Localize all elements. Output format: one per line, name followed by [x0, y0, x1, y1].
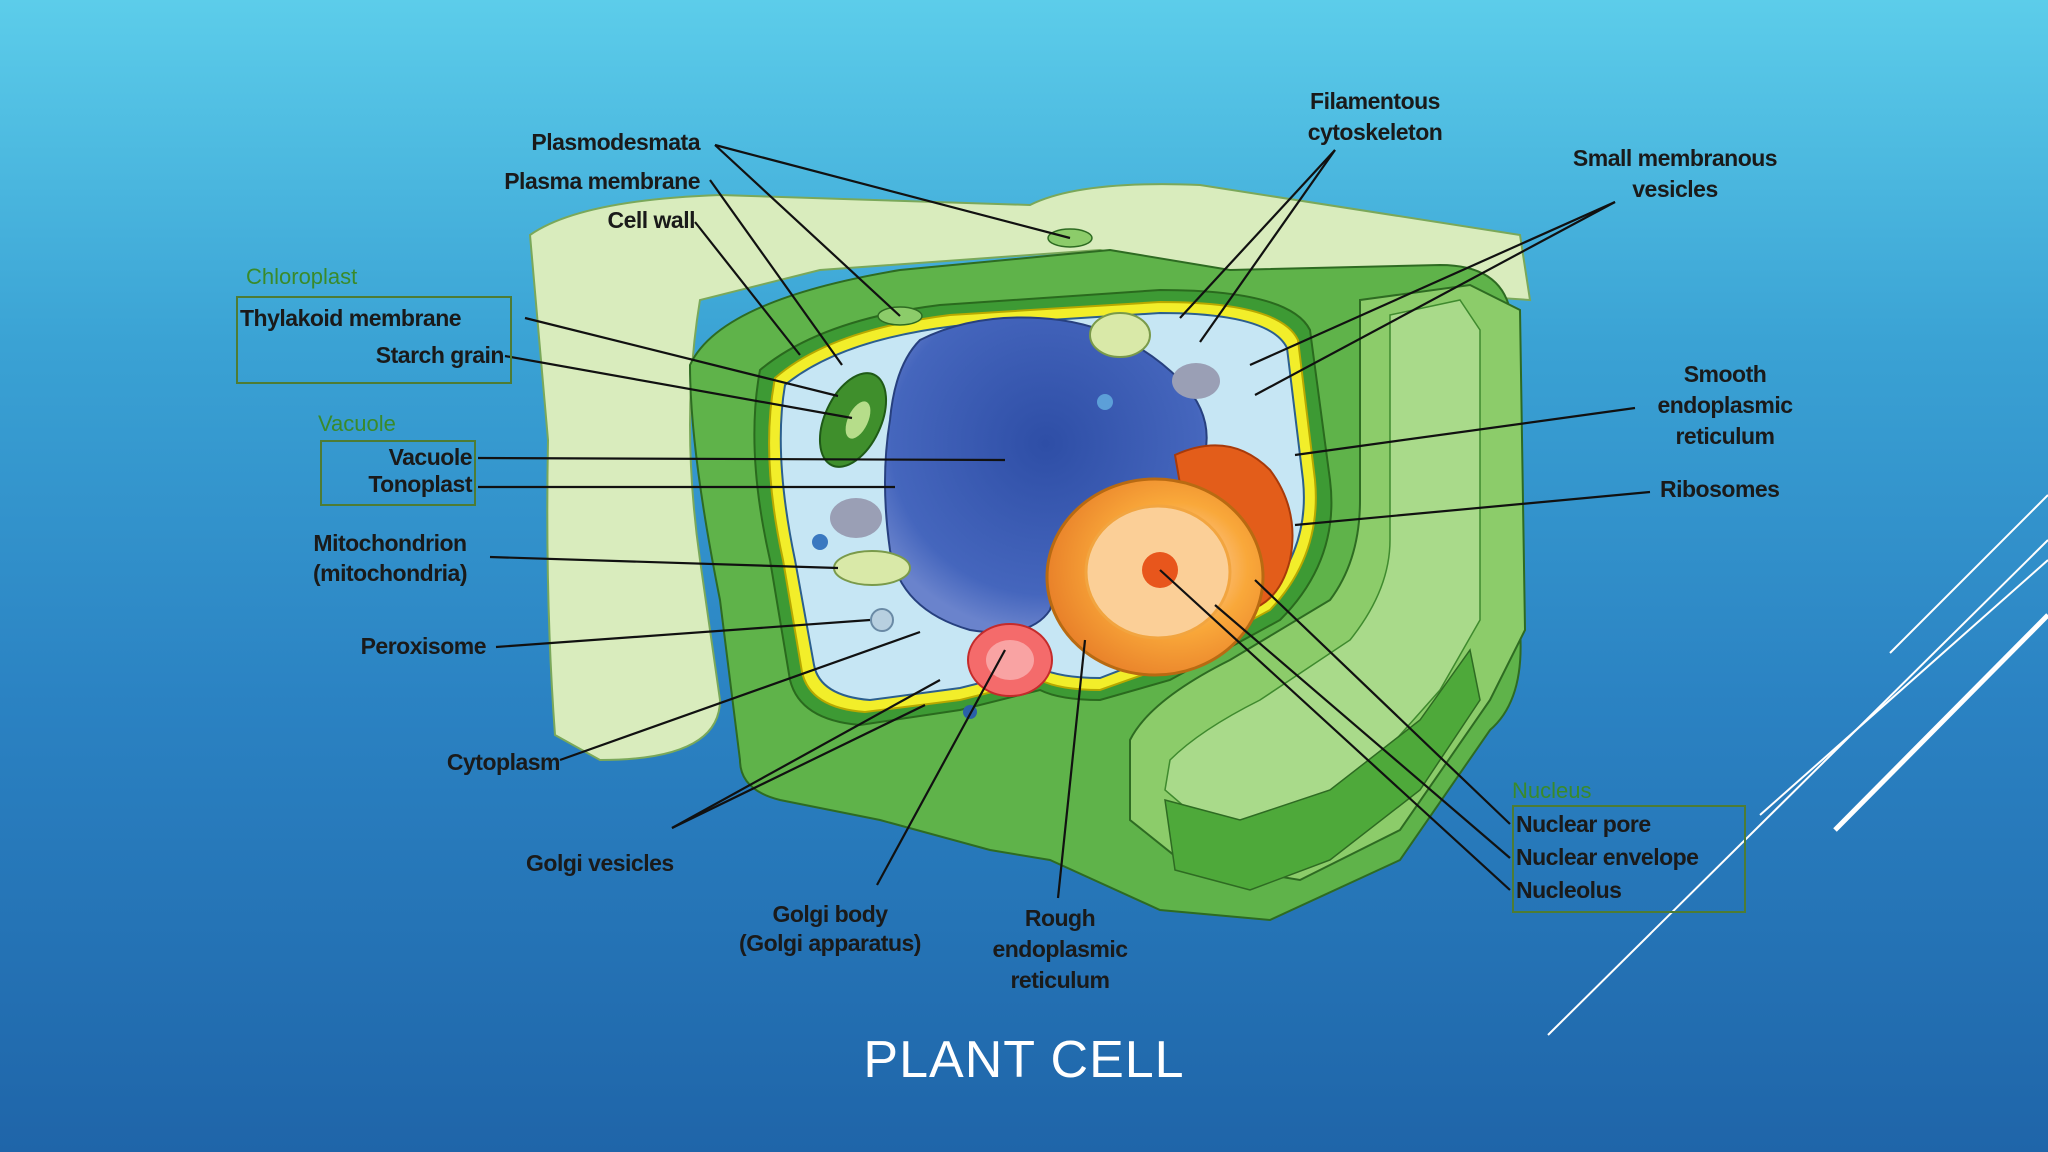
deco-line — [1759, 559, 2048, 816]
vacuole-group-box — [320, 440, 476, 506]
label-tonoplast: Tonoplast — [368, 471, 472, 497]
label-rough-er-1: Rough — [1024, 905, 1096, 931]
deco-line — [1547, 539, 2048, 1036]
label-nuclear-envelope: Nuclear envelope — [1516, 844, 1699, 870]
label-golgi-body: Golgi body — [772, 901, 888, 927]
slide-title: PLANT CELL — [863, 1031, 1185, 1089]
cell-wall-bottom — [1164, 648, 1481, 891]
label-nuclear-pore: Nuclear pore — [1516, 811, 1651, 837]
label-golgi-body-sub: (Golgi apparatus) — [739, 930, 921, 956]
label-cell-wall: Cell wall — [607, 207, 695, 233]
label-plasmodesmata: Plasmodesmata — [531, 129, 700, 155]
mitochondrion-top — [1089, 312, 1151, 358]
label-starch-grain: Starch grain — [375, 342, 505, 368]
label-cytoplasm: Cytoplasm — [446, 749, 561, 775]
nucleus-group-label: Nucleus — [1512, 778, 1592, 803]
label-rough-er-3: reticulum — [1010, 967, 1110, 993]
vacuole-group-label: Vacuole — [318, 411, 396, 436]
label-mitochondrion-sub: (mitochondria) — [313, 560, 468, 586]
leader-lines — [477, 143, 1651, 899]
label-small-vesicles-1: Small membranous — [1572, 145, 1778, 171]
chloroplast-group-label: Chloroplast — [246, 264, 358, 289]
label-nucleolus: Nucleolus — [1516, 877, 1622, 903]
label-small-vesicles-2: vesicles — [1632, 176, 1718, 202]
label-filamentous-1: Filamentous — [1310, 88, 1440, 114]
golgi-body-inner — [986, 640, 1034, 680]
chloroplast-group-box — [236, 296, 512, 384]
label-ribosomes: Ribosomes — [1660, 476, 1780, 502]
deco-line — [1833, 613, 2048, 832]
label-plasma-membrane: Plasma membrane — [504, 168, 700, 194]
label-smooth-er-1: Smooth — [1683, 361, 1767, 387]
vesicle — [830, 498, 882, 538]
label-rough-er-2: endoplasmic — [992, 936, 1128, 962]
deco-line — [1889, 494, 2048, 654]
vesicle — [1172, 363, 1220, 399]
label-smooth-er-3: reticulum — [1675, 423, 1775, 449]
label-thylakoid-membrane: Thylakoid membrane — [240, 305, 462, 331]
label-golgi-vesicles: Golgi vesicles — [526, 850, 674, 876]
label-smooth-er-2: endoplasmic — [1657, 392, 1793, 418]
label-filamentous-2: cytoskeleton — [1307, 119, 1443, 145]
peroxisome — [870, 608, 894, 632]
nucleus-group-box — [1512, 805, 1746, 913]
mitochondrion — [833, 550, 911, 586]
starch-grain — [845, 401, 871, 439]
label-vacuole: Vacuole — [388, 444, 473, 470]
label-peroxisome: Peroxisome — [360, 633, 487, 659]
vesicle-blue — [812, 534, 828, 550]
label-mitochondrion: Mitochondrion — [313, 530, 467, 556]
vesicle-blue — [1097, 394, 1113, 410]
